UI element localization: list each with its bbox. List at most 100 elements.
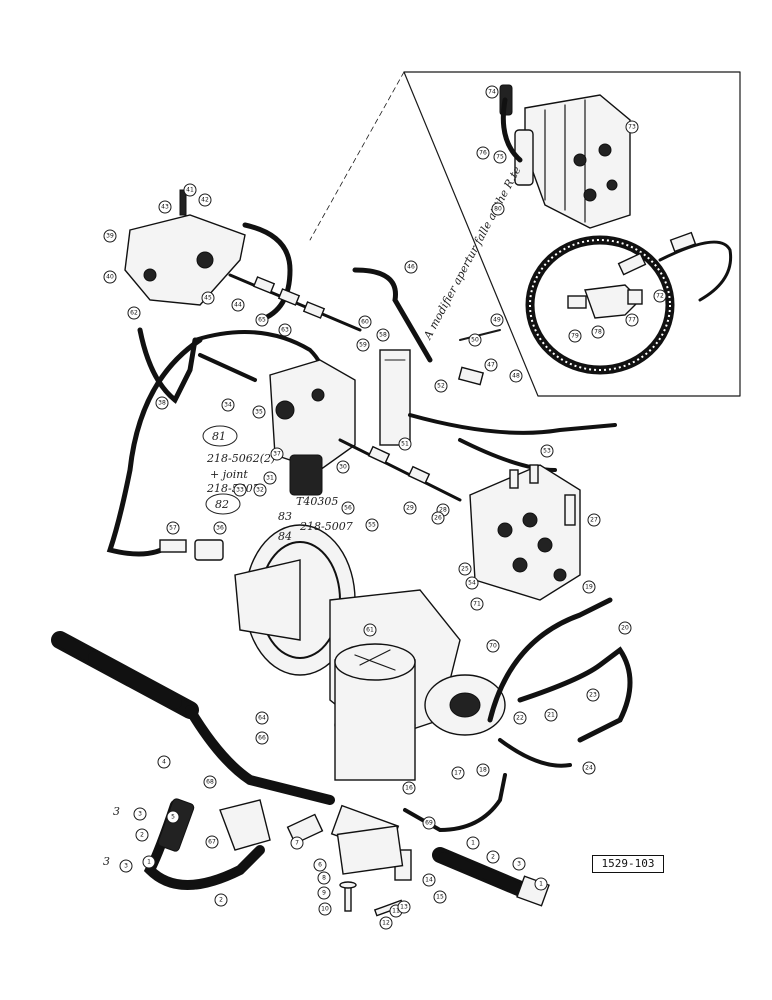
callout-label: 78: [594, 329, 602, 336]
callout-label: 4: [162, 759, 166, 766]
callout-label: 61: [366, 627, 374, 634]
handwritten-annotations: 81 218-5062(2) + joint 218-5007 82 83 T4…: [103, 425, 353, 868]
callout-c22: 22: [513, 711, 527, 725]
callout-c27: 27: [587, 513, 601, 527]
callout-label: 56: [344, 505, 352, 512]
callout-c20: 20: [618, 621, 632, 635]
callout-label: 28: [439, 507, 447, 514]
callout-c60: 60: [358, 315, 372, 329]
callout-c76: 76: [476, 146, 490, 160]
callout-c19: 19: [582, 580, 596, 594]
callout-label: 44: [234, 302, 242, 309]
callout-label: 15: [436, 894, 444, 901]
callout-c33: 33: [233, 483, 247, 497]
callout-c5: 5: [166, 810, 180, 824]
callout-label: 68: [206, 779, 214, 786]
callout-label: 9: [322, 890, 326, 897]
callout-label: 54: [468, 580, 476, 587]
callout-c53: 53: [540, 444, 554, 458]
callout-c40: 40: [103, 270, 117, 284]
callout-c56: 56: [341, 501, 355, 515]
callout-c1c: 1: [534, 877, 548, 891]
callout-label: 19: [585, 584, 593, 591]
callout-c3b: 3: [512, 857, 526, 871]
callout-label: 64: [258, 715, 266, 722]
callout-c69: 69: [422, 816, 436, 830]
callout-label: 34: [224, 402, 232, 409]
callout-c57: 57: [166, 521, 180, 535]
callout-label: 10: [321, 906, 329, 913]
callout-label: 42: [201, 197, 209, 204]
callout-c1b: 1: [466, 836, 480, 850]
callout-c44: 44: [231, 298, 245, 312]
callout-label: 1: [539, 881, 543, 888]
callout-c10: 10: [318, 902, 332, 916]
callout-label: 79: [571, 333, 579, 340]
callout-label: 33: [236, 487, 244, 494]
callout-label: 26: [434, 515, 442, 522]
callout-label: 48: [512, 373, 520, 380]
callout-label: 23: [589, 692, 597, 699]
callout-c9: 9: [317, 886, 331, 900]
note-218-5062: 218-5062(2): [206, 452, 275, 465]
callout-c41: 41: [183, 183, 197, 197]
callout-c78: 78: [591, 325, 605, 339]
callout-c66: 66: [255, 731, 269, 745]
callout-label: 67: [208, 839, 216, 846]
callout-label: 70: [489, 643, 497, 650]
callout-label: 50: [471, 337, 479, 344]
inset-control-valve: [499, 84, 631, 229]
callout-label: 3: [138, 811, 142, 818]
callout-c48: 48: [509, 369, 523, 383]
callout-label: 46: [407, 264, 415, 271]
callout-c51: 51: [398, 437, 412, 451]
callout-label: 21: [547, 712, 555, 719]
callout-c72: 72: [653, 289, 667, 303]
callout-label: 13: [400, 904, 408, 911]
callout-c7: 7: [290, 836, 304, 850]
callout-label: 75: [496, 154, 504, 161]
callout-c4: 4: [157, 755, 171, 769]
callout-label: 80: [494, 206, 502, 213]
callout-layer: 7473757680727778794142433940454644656360…: [103, 85, 667, 930]
inset-detail: A modifier apertur falle at the R.te: [309, 71, 741, 397]
callout-c39: 39: [103, 229, 117, 243]
callout-c68: 68: [203, 775, 217, 789]
callout-c23: 23: [586, 688, 600, 702]
callout-label: 62: [130, 310, 138, 317]
note-joint: + joint: [210, 468, 248, 481]
note-82: 82: [215, 498, 229, 511]
callout-label: 40: [106, 274, 114, 281]
hose-53: [408, 413, 617, 435]
inset-handwritten-note: A modifier apertur falle at the R.te: [421, 164, 524, 342]
fitting-chain-upper: [228, 267, 501, 386]
callout-c8: 8: [317, 871, 331, 885]
callout-c12: 12: [379, 916, 393, 930]
callout-label: 55: [368, 522, 376, 529]
sectional-control-valve: [469, 464, 581, 601]
callout-label: 17: [454, 770, 462, 777]
callout-c45: 45: [201, 291, 215, 305]
callout-label: 57: [169, 525, 177, 532]
callout-label: 41: [186, 187, 194, 194]
callout-c24: 24: [582, 761, 596, 775]
callout-c59: 59: [356, 338, 370, 352]
callout-c17: 17: [451, 766, 465, 780]
callout-label: 43: [161, 204, 169, 211]
callout-c75: 75: [493, 150, 507, 164]
callout-c43: 43: [158, 200, 172, 214]
callout-label: 16: [405, 785, 413, 792]
callout-c6: 6: [313, 858, 327, 872]
note-218-5007b: 218-5007: [299, 520, 353, 533]
callout-c26: 26: [431, 511, 445, 525]
callout-c52: 52: [434, 379, 448, 393]
callout-c70: 70: [486, 639, 500, 653]
callout-label: 39: [106, 233, 114, 240]
callout-c77: 77: [625, 313, 639, 327]
callout-label: 8: [322, 875, 326, 882]
diverter-valve-body: [269, 349, 411, 496]
hydraulic-pump-assembly: [234, 524, 506, 781]
callout-c65: 65: [255, 313, 269, 327]
callout-c2: 2: [135, 828, 149, 842]
callout-c2c: 2: [214, 893, 228, 907]
